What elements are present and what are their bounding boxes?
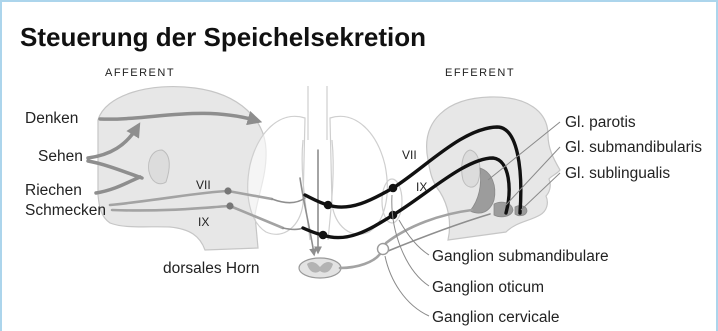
dorsal-horn-label: dorsales Horn: [163, 260, 260, 277]
cord-to-cervical-ganglion-line: [340, 254, 380, 268]
ix-afferent-ganglion: [226, 202, 233, 209]
efferent-heading: EFFERENT: [445, 67, 515, 79]
vii-nucleus-dot: [324, 201, 333, 210]
cervical-ganglion-marker: [378, 244, 389, 255]
descending-lateral-arrow: [300, 178, 314, 254]
spinal-cord-section: [299, 258, 341, 278]
ganglion-label-submandibulare: Ganglion submandibulare: [432, 248, 609, 265]
input-label-sehen: Sehen: [38, 148, 83, 165]
ganglion-label-cervicale: Ganglion cervicale: [432, 309, 560, 326]
ix-to-brainstem-line: [283, 228, 303, 230]
ix-nucleus-dot: [319, 231, 328, 240]
ganglion-oticum-leader: [392, 195, 429, 286]
gland-label-parotis: Gl. parotis: [565, 114, 636, 131]
input-label-schmecken: Schmecken: [25, 202, 106, 219]
input-label-denken: Denken: [25, 110, 78, 127]
otic-ganglion-dot: [389, 184, 398, 193]
vii-afferent-ganglion: [224, 187, 231, 194]
left-head: [98, 87, 266, 250]
gland-label-submandibularis: Gl. submandibularis: [565, 139, 702, 156]
afferent-heading: AFFERENT: [105, 67, 175, 79]
efferent-nerve-vii-label: VII: [402, 148, 417, 162]
ganglion-cervicale-leader: [385, 256, 429, 316]
trachea-outline: [308, 86, 327, 140]
left-head-silhouette: [98, 87, 266, 250]
right-lung-outline: [330, 116, 387, 234]
ganglion-label-oticum: Ganglion oticum: [432, 279, 544, 296]
left-ear: [149, 150, 170, 184]
gland-label-sublingualis: Gl. sublingualis: [565, 165, 670, 182]
afferent-nerve-ix-label: IX: [198, 215, 209, 229]
efferent-nerve-ix-label: IX: [416, 180, 427, 194]
input-label-riechen: Riechen: [25, 182, 82, 199]
afferent-nerve-vii-label: VII: [196, 178, 211, 192]
